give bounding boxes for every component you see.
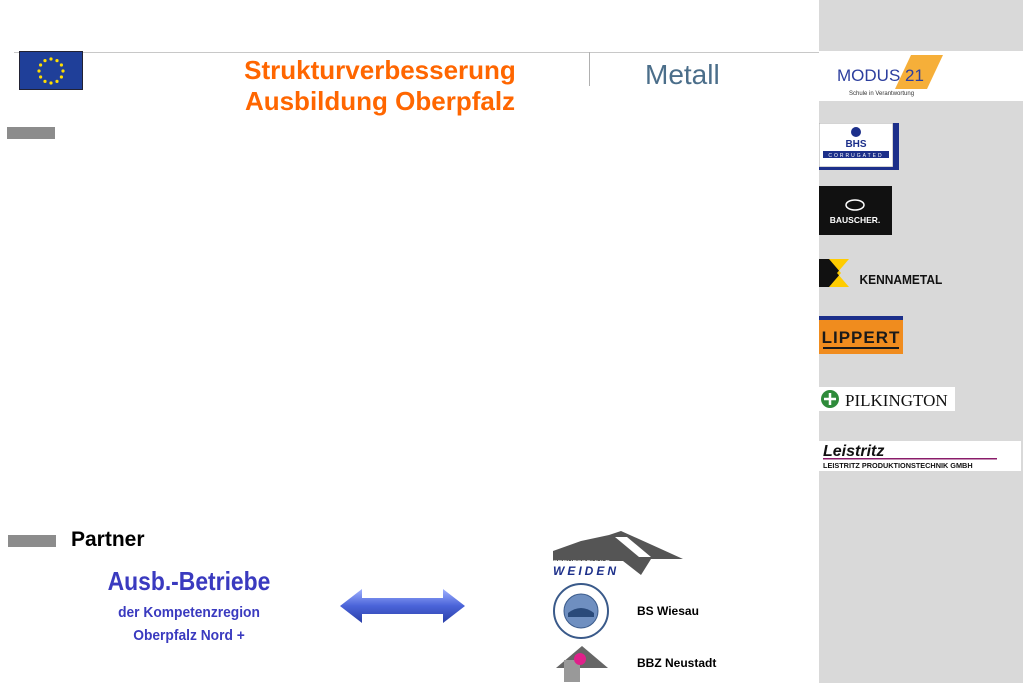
betriebe-line-1: der Kompetenzregion (118, 604, 260, 621)
leistritz-name: Leistritz (823, 443, 884, 460)
modus21-logo: MODUS 21 Schule in Verantwortung (819, 51, 1023, 101)
pilkington-logo: PILKINGTON (819, 387, 955, 411)
kennametal-logo: KENNAMETAL (819, 259, 959, 289)
double-arrow-icon (340, 589, 465, 623)
page-title: Strukturverbesserung Ausbildung Oberpfal… (160, 55, 600, 117)
lippert-logo: LIPPERT (819, 316, 903, 354)
section-bullet (7, 127, 55, 139)
bhs-sub: CORRUGATED (828, 153, 883, 159)
bauscher-logo: BAUSCHER. (819, 186, 892, 235)
bauscher-name: BAUSCHER. (830, 215, 881, 225)
weiden-logo-top: BERUFSSCHULE (553, 560, 610, 567)
bhs-name: BHS (845, 139, 866, 150)
bhs-logo: BHS CORRUGATED (819, 123, 899, 170)
header-separator (589, 52, 590, 86)
weiden-logo-main: WEIDEN (553, 564, 619, 577)
bs-wiesau-label: BS Wiesau (637, 604, 699, 618)
kennametal-name: KENNAMETAL (859, 273, 942, 288)
partner-bullet (8, 535, 56, 547)
header-divider (14, 52, 819, 53)
pilkington-name: PILKINGTON (845, 391, 948, 410)
lippert-name: LIPPERT (822, 328, 901, 347)
modus-tagline: Schule in Verantwortung (849, 91, 914, 97)
betriebe-line-2: Oberpfalz Nord + (133, 627, 245, 644)
modus-name: MODUS 21 (837, 66, 924, 85)
partner-heading: Partner (71, 528, 145, 551)
eu-flag-logo (19, 51, 83, 90)
bbz-neustadt-label: BBZ Neustadt (637, 656, 717, 670)
leistritz-sub: LEISTRITZ PRODUKTIONSTECHNIK GMBH (823, 461, 973, 470)
betriebe-title: Ausb.-Betriebe (107, 566, 271, 596)
leistritz-logo: Leistritz LEISTRITZ PRODUKTIONSTECHNIK G… (819, 441, 1021, 471)
subject-label: Metall (645, 59, 720, 90)
bbz-neustadt-logo (556, 646, 608, 682)
bs-weiden-logo: BERUFSSCHULE WEIDEN (551, 531, 683, 578)
title-line-2: Ausbildung Oberpfalz (244, 86, 516, 116)
bs-wiesau-logo (551, 583, 611, 639)
title-line-1: Strukturverbesserung (244, 55, 516, 85)
